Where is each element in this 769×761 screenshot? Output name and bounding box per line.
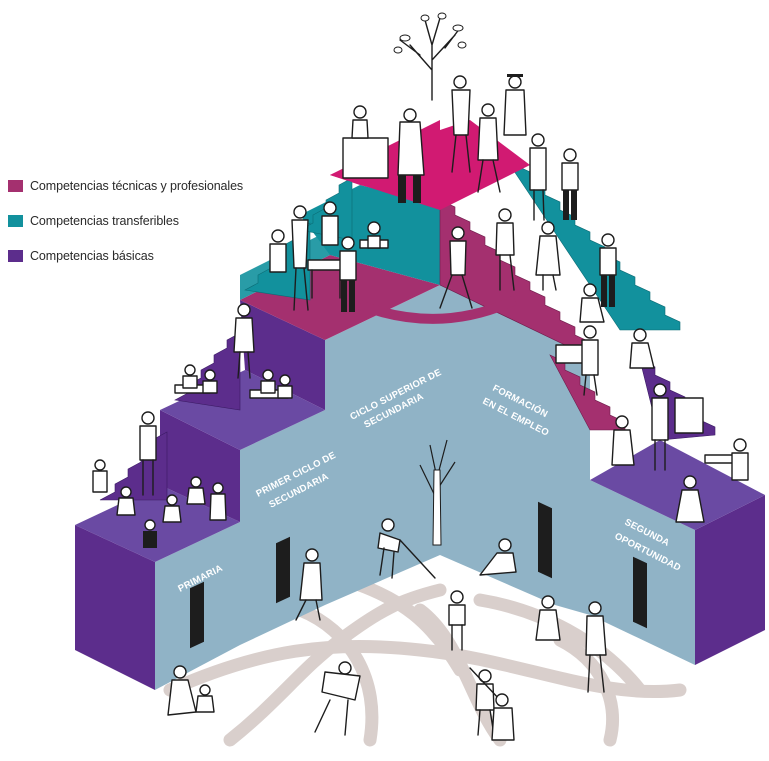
person-worker-summit (451, 75, 471, 173)
person-so-teacher (651, 383, 704, 471)
legend-item-basicas: Competencias básicas (8, 247, 243, 264)
person-teal-left-2 (291, 205, 309, 311)
tree-ground (419, 439, 456, 546)
person-walker-center (439, 226, 473, 309)
person-so-1 (611, 415, 635, 466)
person-so-3 (675, 475, 705, 523)
legend-label-tecnicas: Competencias técnicas y profesionales (30, 178, 244, 193)
ciclo-superior-side (240, 300, 325, 410)
person-teal-left-1 (269, 229, 287, 273)
tree-summit (399, 17, 461, 101)
formacion-front (440, 285, 555, 605)
formacion-door (538, 501, 552, 579)
person-teal-left-4 (321, 201, 339, 246)
person-ground-carrier (314, 661, 361, 736)
person-chef-table (342, 105, 389, 179)
person-reader-stairs (579, 283, 605, 323)
person-ground-boy (448, 590, 466, 651)
legend-swatch-transferibles (8, 214, 23, 227)
person-doctor (477, 103, 501, 193)
stairs-right-magenta (439, 199, 626, 431)
person-laptop-right (629, 328, 655, 369)
person-right-top (561, 148, 579, 220)
person-graduate (503, 74, 527, 136)
legend-item-transferibles: Competencias transferibles (8, 212, 243, 229)
kids-primaria (92, 459, 227, 548)
segunda-door (633, 556, 647, 629)
person-ground-seated-left (167, 665, 215, 716)
legend-swatch-tecnicas (8, 179, 23, 192)
ciclo-superior-front (325, 285, 440, 605)
person-pri-teacher (139, 411, 157, 496)
person-ground-digger (377, 518, 436, 579)
primer-ciclo-front (240, 410, 325, 645)
person-ps-teacher (233, 303, 255, 379)
person-ground-mother-child (491, 693, 515, 741)
primer-ciclo-door (276, 536, 290, 604)
person-ground-seated (479, 538, 517, 576)
person-so-2 (704, 438, 749, 481)
legend-swatch-basicas (8, 249, 23, 262)
person-stairs-teal (535, 221, 561, 291)
segunda-side (695, 495, 765, 665)
legend: Competencias técnicas y profesionales Co… (8, 177, 243, 282)
person-right-standing (599, 233, 617, 307)
person-baker (397, 108, 425, 203)
legend-item-tecnicas: Competencias técnicas y profesionales (8, 177, 243, 194)
legend-label-basicas: Competencias básicas (30, 248, 154, 263)
people (92, 74, 749, 741)
legend-label-transferibles: Competencias transferibles (30, 213, 179, 228)
person-reader-summit (529, 133, 547, 221)
primaria-door (190, 581, 204, 649)
person-teal-left-3 (339, 236, 357, 312)
person-ground-woman-basket (535, 595, 561, 641)
person-teal-left-5 (359, 221, 389, 249)
person-cook-right (555, 325, 599, 396)
primaria-side (75, 525, 155, 690)
person-ground-walker (295, 548, 323, 621)
person-stairs-magenta (495, 208, 515, 291)
desk-ps-2 (249, 369, 293, 399)
tree-summit-leaves (393, 12, 467, 54)
person-ground-man-right (585, 601, 607, 693)
desk-ps-1 (174, 364, 218, 394)
curved-walkway (358, 295, 518, 324)
